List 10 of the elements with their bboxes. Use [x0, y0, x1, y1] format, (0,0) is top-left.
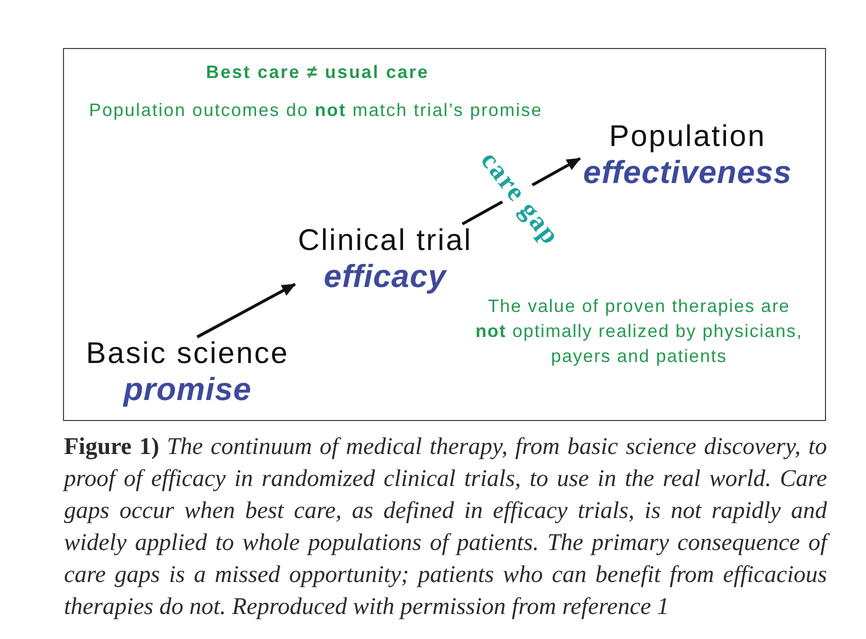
node-title: Clinical trial: [298, 224, 472, 258]
note-text: The value of proven therapies are not optimally realized by physicians, payers and patients: [474, 295, 804, 368]
node-subtitle: efficacy: [324, 258, 446, 294]
node-subtitle: promise: [124, 371, 252, 407]
arrow: [196, 282, 296, 338]
node-title: Population: [609, 120, 766, 154]
node-title: Basic science: [86, 337, 289, 371]
node-subtitle: effectiveness: [583, 154, 792, 190]
note-text: Population outcomes do not match trial’s promise: [89, 100, 544, 121]
note-text: Best care ≠ usual care: [205, 62, 430, 83]
